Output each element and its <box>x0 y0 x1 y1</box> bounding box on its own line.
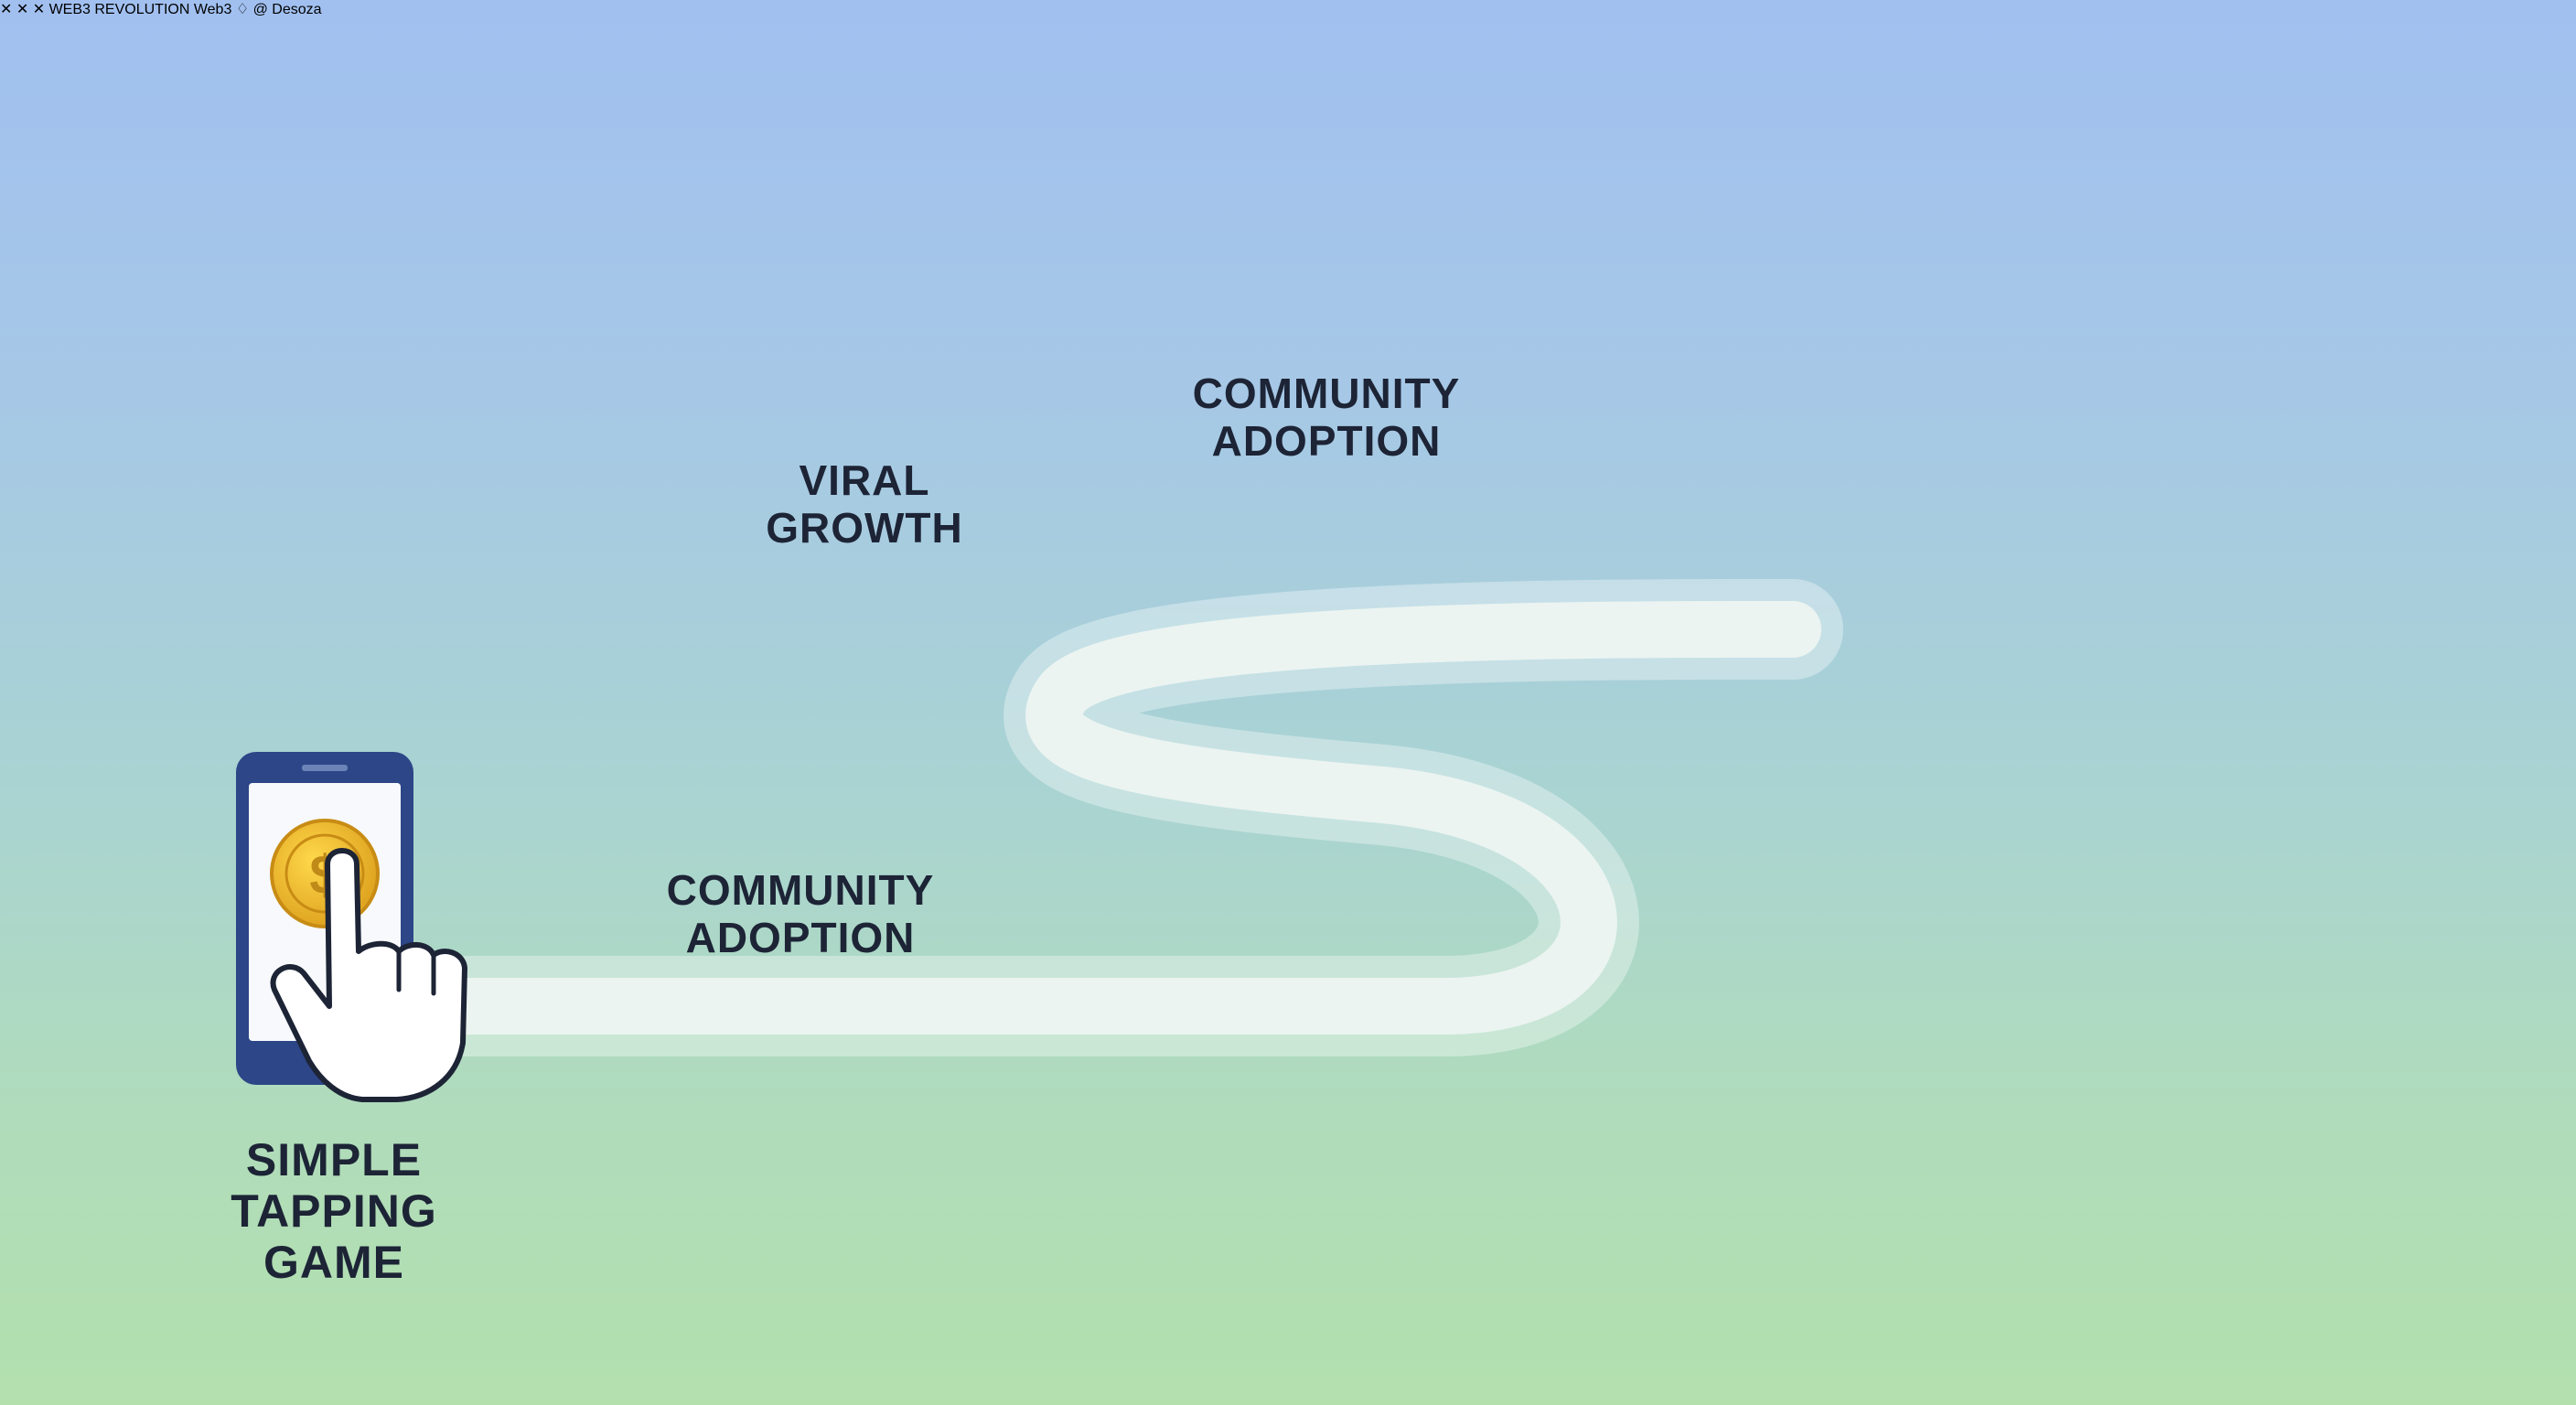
arrow-to-n-token: ✕ ✕ ✕ <box>0 2 1459 1288</box>
arc-viral-growth: ✕ ✕ ✕ <box>0 2 1459 1288</box>
arrow-community-adoption-bottom: ✕ ✕ ✕ <box>0 2 1459 1288</box>
tapping-hand-icon <box>270 848 467 1102</box>
arrow-viral-growth-white: ✕ ✕ ✕ <box>0 2 1459 1288</box>
label-community-adoption-top: COMMUNITY ADOPTION <box>1171 370 1482 465</box>
label-simple-tapping-game: SIMPLE TAPPING GAME <box>197 1134 471 1288</box>
gold-coin-icon: $ <box>270 819 380 928</box>
label-line: TAPPING <box>231 1185 437 1237</box>
label-line: COMMUNITY <box>666 866 935 914</box>
winding-path <box>398 579 1843 1056</box>
label-line: SIMPLE <box>245 1134 423 1185</box>
label-line: GROWTH <box>766 503 963 552</box>
bridge-subtitle: Web3 <box>193 2 232 17</box>
label-community-adoption-bottom: COMMUNITY ADOPTION <box>640 866 961 961</box>
arc-community-adoption-top: ✕ ✕ ✕ <box>0 2 1459 1288</box>
arrow-phone-to-network-white: ✕ ✕ ✕ <box>0 2 1459 1288</box>
arrow-phone-to-network-navy: ✕ ✕ ✕ <box>0 2 1459 1288</box>
network-hub-icon: ✕ ✕ ✕ <box>0 2 46 17</box>
watermark: ♢ @ Desoza <box>235 2 322 17</box>
label-line: ADOPTION <box>685 913 916 961</box>
label-line: COMMUNITY <box>1192 370 1461 417</box>
label-line: VIRAL <box>799 456 930 504</box>
label-viral-growth: VIRAL GROWTH <box>750 456 979 552</box>
arrow-community-top-white: ✕ ✕ ✕ <box>0 2 1459 1288</box>
banner-title-line-1: WEB3 <box>48 2 91 17</box>
label-line: ADOPTION <box>1211 416 1442 465</box>
banner-title-line-2: REVOLUTION <box>94 2 190 17</box>
arc-community-bottom-left: ✕ ✕ ✕ <box>0 2 1459 1288</box>
label-line: GAME <box>263 1237 404 1288</box>
